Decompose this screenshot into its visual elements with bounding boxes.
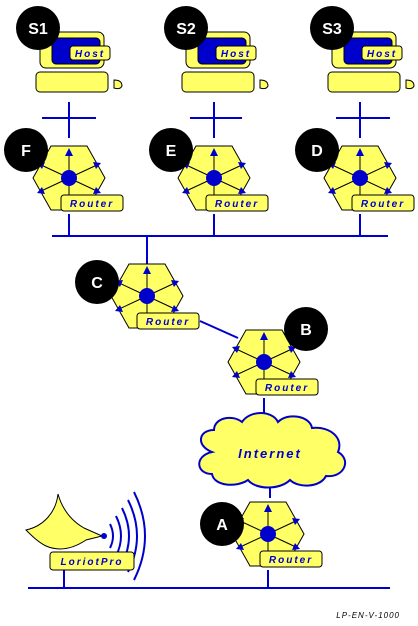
host-label: Host [221,49,251,60]
diagram-code: LP-EN-V-1000 [336,611,400,620]
host-label: Host [75,49,105,60]
router-f[interactable]: Router F [4,128,124,212]
manager-label: LoriotPro [61,557,124,568]
cloud-icon [198,412,347,489]
node-id: A [216,517,228,534]
router-label: Router [215,199,259,210]
node-id: S2 [176,21,196,38]
router-label: Router [269,555,313,566]
node-id: S3 [322,21,342,38]
router-label: Router [146,317,190,328]
node-id: B [300,322,312,339]
host-s1[interactable]: Host S1 [16,6,123,93]
router-label: Router [70,199,114,210]
node-id: S1 [28,21,48,38]
node-id: E [166,143,177,160]
router-d[interactable]: Router D [295,128,415,212]
node-badge [149,128,193,172]
host-label: Host [367,49,397,60]
host-s2[interactable]: Host S2 [164,6,269,93]
node-badge [75,260,119,304]
node-badge [16,6,60,50]
node-badge [4,128,48,172]
router-b[interactable]: Router B [227,307,328,396]
bird-antenna-icon [25,493,104,550]
node-id: D [311,143,323,160]
node-badge [164,6,208,50]
host-label-box [69,45,111,61]
host-s3[interactable]: Host S3 [310,6,415,93]
node-badge [310,6,354,50]
node-id: C [91,275,103,292]
router-label: Router [361,199,405,210]
cloud-label: Internet [238,446,302,461]
node-badge [295,128,339,172]
node-badge [200,502,244,546]
host-label-box [215,45,257,61]
router-label: Router [265,383,309,394]
node-id: F [21,143,31,160]
router-a[interactable]: Router A [200,501,323,568]
loriotpro-station[interactable]: LoriotPro [25,491,146,581]
internet-cloud[interactable]: Internet [198,412,347,489]
host-label-box [361,45,403,61]
node-badge [284,307,328,351]
router-e[interactable]: Router E [149,128,269,212]
router-c[interactable]: Router C [75,260,200,330]
